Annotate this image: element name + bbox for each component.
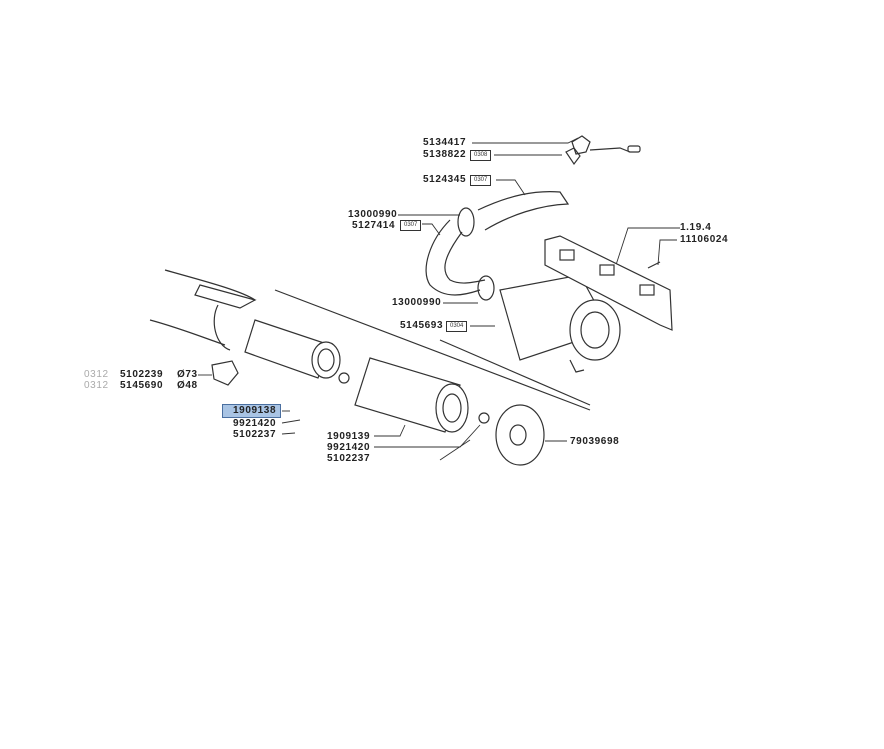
part-number: 5102237 [327,453,371,464]
reference-number: 1.19.4 [680,222,712,233]
part-number: 9921420 [327,442,371,453]
part-number: 5138822 [423,149,467,160]
leader-lines [198,137,680,461]
part-number: 5134417 [423,137,467,148]
part-prefix: 0312 [84,380,109,391]
part-tag: 0308 [470,150,492,161]
part-number: 13000990 [348,209,398,220]
canister-drawing [499,274,621,373]
part-number: 5145690 [120,380,164,391]
part-tag: 0307 [400,220,422,231]
part-number: 11106024 [680,234,729,245]
part-number: 1909139 [327,431,371,442]
part-number: 79039698 [570,436,620,447]
nuts-drawing [338,372,490,424]
part-number: 5127414 [352,220,396,231]
part-tag: 0304 [446,321,468,332]
highlighted-part-number[interactable]: 1909138 [222,404,282,418]
bracket-drawing [544,235,673,331]
diameter-label: Ø73 [177,369,198,380]
housing-drawing [149,269,591,411]
part-number: 5124345 [423,174,467,185]
part-number: 9921420 [233,418,277,429]
filter-element-2 [354,357,469,433]
part-number: 5102237 [233,429,277,440]
part-number: 5102239 [120,369,164,380]
part-tag: 0307 [470,175,492,186]
sensor-drawing [565,135,641,166]
part-prefix: 0312 [84,369,109,380]
filter-element-1 [244,319,341,379]
part-number: 13000990 [392,297,442,308]
hose-drawing [425,191,570,301]
diameter-label: Ø48 [177,380,198,391]
cover-disc [495,404,545,466]
part-number: 5145693 [400,320,444,331]
